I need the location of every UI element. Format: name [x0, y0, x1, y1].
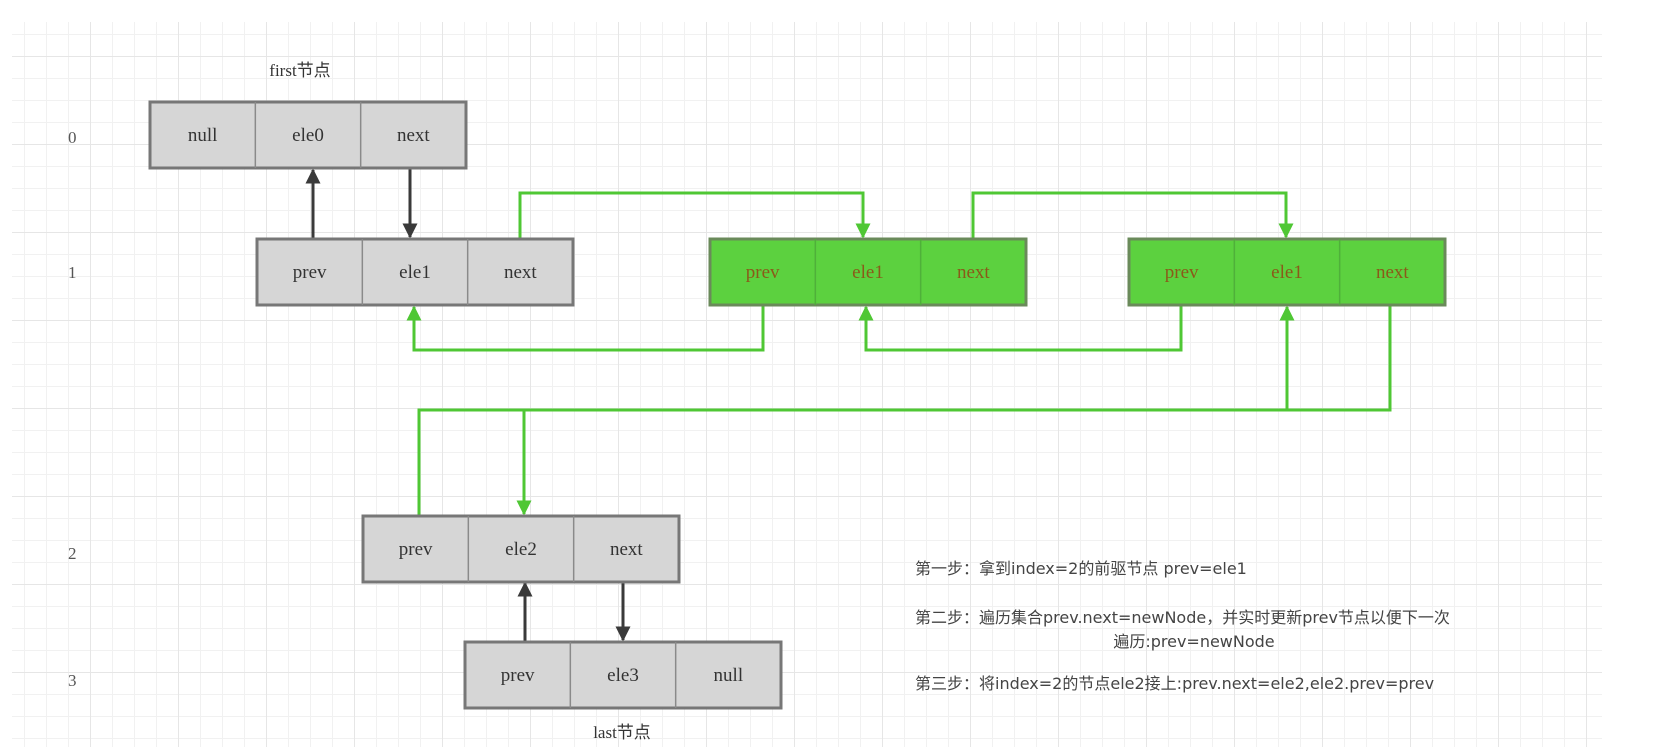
link-newA-prev-to-node1	[406, 305, 765, 352]
link-newA-next-to-newB	[971, 191, 1294, 239]
node-cell-last: next	[1376, 262, 1409, 283]
note-step2-line2: 遍历:prev=newNode	[1113, 632, 1274, 651]
row-index-0: 0	[68, 128, 77, 147]
node-cell-first: prev	[501, 665, 535, 686]
node-cell-value: ele1	[399, 262, 431, 283]
node-box	[1127, 237, 1447, 307]
node-box	[708, 237, 1028, 307]
link-node1-next-to-newA	[518, 191, 871, 239]
node-cell-first: null	[188, 125, 218, 146]
link-node2-prev-to-newB	[417, 305, 1295, 516]
node-cell-value: ele1	[1271, 262, 1303, 283]
dark-links	[305, 168, 631, 642]
node-box	[255, 237, 575, 307]
node-cell-last: next	[957, 262, 990, 283]
node-node2: prev ele2 next	[361, 514, 681, 584]
note-step3: 第三步：将index=2的节点ele2接上:prev.next=ele2,ele…	[915, 674, 1434, 693]
node-cell-value: ele2	[505, 539, 537, 560]
note-step2-line1: 第二步：遍历集合prev.next=newNode，并实时更新prev节点以便下…	[915, 608, 1450, 627]
step-notes: 第一步：拿到index=2的前驱节点 prev=ele1 第二步：遍历集合pre…	[915, 559, 1450, 693]
row-index-1: 1	[68, 263, 77, 282]
node-cell-last: null	[714, 665, 744, 686]
node-node1: prev ele1 next	[255, 237, 575, 307]
node-cell-first: prev	[293, 262, 327, 283]
node-cell-last: next	[610, 539, 643, 560]
note-step1: 第一步：拿到index=2的前驱节点 prev=ele1	[915, 559, 1247, 578]
link-newB-prev-to-newA	[858, 305, 1183, 352]
node-cell-first: prev	[746, 262, 780, 283]
node-node3: prev ele3 null	[463, 640, 783, 710]
node-newA: prev ele1 next	[708, 237, 1028, 307]
node-cell-value: ele1	[852, 262, 884, 283]
row-index-3: 3	[68, 671, 77, 690]
node-cell-value: ele0	[292, 125, 324, 146]
green-links	[406, 191, 1392, 516]
node-cell-first: prev	[1165, 262, 1199, 283]
node-cell-last: next	[397, 125, 430, 146]
node-cell-value: ele3	[607, 665, 639, 686]
node-cell-first: prev	[399, 539, 433, 560]
node-box	[463, 640, 783, 710]
row-index-2: 2	[68, 544, 77, 563]
node-box	[361, 514, 681, 584]
node-cell-last: next	[504, 262, 537, 283]
node-node0: null ele0 next	[148, 100, 468, 170]
row-index-labels: 0 1 2 3	[68, 128, 77, 690]
last-node-label: last节点	[593, 723, 651, 742]
node-newB: prev ele1 next	[1127, 237, 1447, 307]
first-node-label: first节点	[269, 61, 330, 80]
node-box	[148, 100, 468, 170]
